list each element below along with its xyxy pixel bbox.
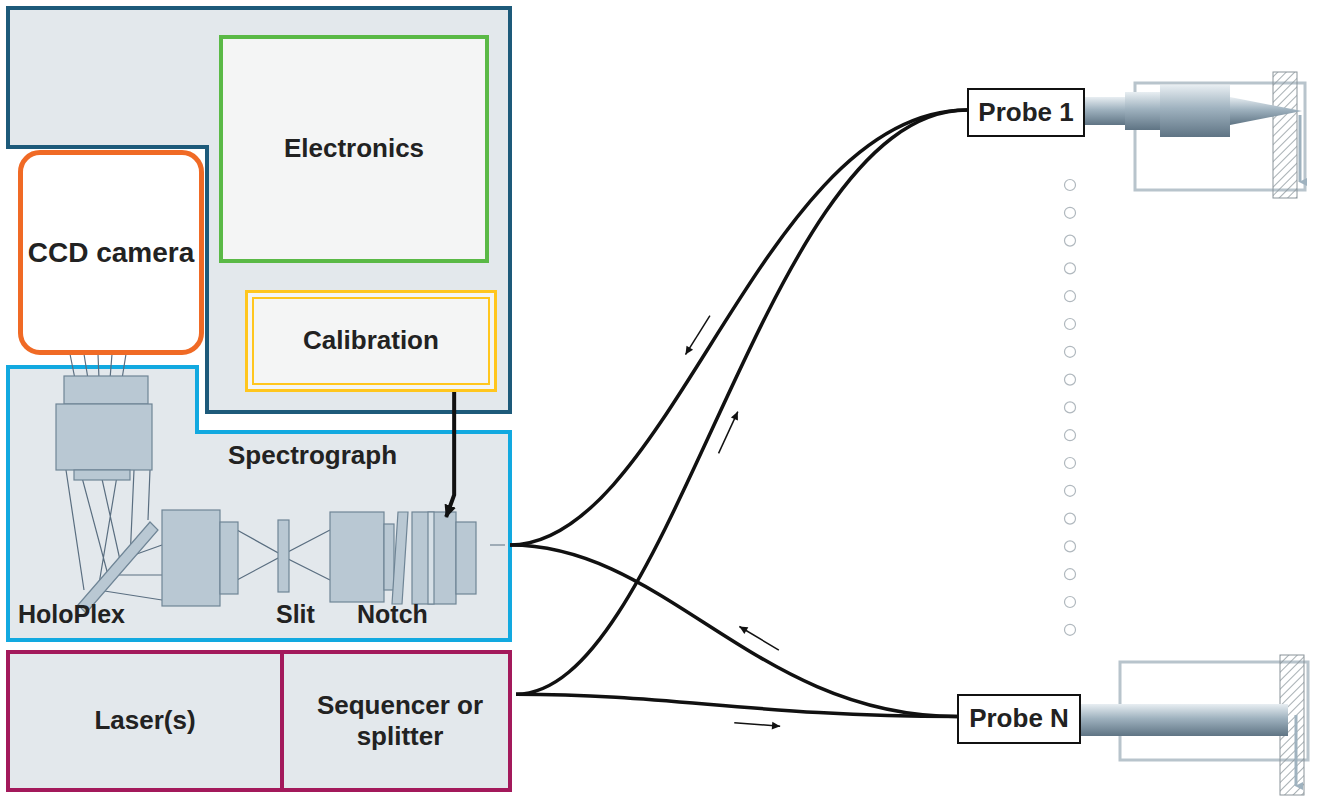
- spectrograph-optics: [56, 354, 505, 613]
- optical-fibre: [516, 694, 957, 716]
- box-label: CCD camera: [28, 236, 195, 270]
- housing-outline: [8, 8, 510, 412]
- probe-n-drawing: [1076, 655, 1308, 795]
- direction-arrow: [685, 316, 709, 355]
- probe-box: Probe N: [957, 694, 1081, 744]
- text-group: Electronics: [284, 133, 424, 164]
- text-group: Probe N: [969, 703, 1069, 734]
- box-label: Sequencer or splitter: [292, 690, 508, 752]
- connector: [510, 110, 967, 545]
- optical-fibre: [516, 110, 967, 694]
- dot: [1065, 291, 1076, 302]
- dot: [1065, 624, 1076, 635]
- box-label: Probe 1: [978, 97, 1073, 128]
- part-label: Notch: [357, 600, 428, 629]
- calibration-box: Calibration: [245, 290, 497, 392]
- box-label: Laser(s): [94, 705, 195, 736]
- dot: [1065, 180, 1076, 191]
- dot: [1065, 346, 1076, 357]
- spectrograph-outline: [8, 367, 510, 640]
- connector: [516, 694, 957, 729]
- dot: [1065, 597, 1076, 608]
- dot: [1065, 513, 1076, 524]
- probe-1-drawing: [1085, 72, 1305, 198]
- text-group: Laser(s): [94, 705, 195, 736]
- dot: [1065, 319, 1076, 330]
- optical-fibre: [510, 545, 957, 717]
- camera-box: CCD camera: [18, 150, 204, 355]
- laser-box: Laser(s): [10, 654, 280, 788]
- part-label: Slit: [276, 600, 315, 629]
- arrow-head: [772, 722, 780, 730]
- electronics-box: Electronics: [219, 35, 489, 263]
- arrow-head: [731, 412, 738, 421]
- text-group: Spectrograph: [228, 440, 397, 471]
- probe-box: Probe 1: [967, 88, 1085, 137]
- connector: [446, 392, 454, 517]
- laser-housing: [8, 652, 510, 790]
- more-probes-dots: [1065, 180, 1076, 636]
- dot: [1065, 541, 1076, 552]
- laser-divider: [280, 652, 284, 790]
- connector: [510, 545, 957, 717]
- dot: [1065, 207, 1076, 218]
- dot: [1065, 402, 1076, 413]
- dot: [1065, 235, 1076, 246]
- optical-fibre: [510, 110, 967, 545]
- text-group: Calibration: [303, 325, 439, 356]
- dot: [1065, 458, 1076, 469]
- box-label: Probe N: [969, 703, 1069, 734]
- box-label: Electronics: [284, 133, 424, 164]
- box-label: Calibration: [303, 325, 439, 356]
- direction-arrow: [739, 626, 778, 650]
- spectrograph-box: Spectrograph: [8, 367, 510, 640]
- dot: [1065, 263, 1076, 274]
- text-group: Probe 1: [978, 97, 1073, 128]
- arrow-head: [685, 346, 693, 355]
- sequencer-box: Sequencer or splitter: [284, 654, 516, 788]
- dot: [1065, 430, 1076, 441]
- connector: [516, 110, 967, 694]
- text-group: Sequencer or splitter: [292, 690, 508, 752]
- dot: [1065, 569, 1076, 580]
- part-label: HoloPlex: [18, 600, 125, 629]
- box-label: Spectrograph: [228, 440, 397, 471]
- dot: [1065, 485, 1076, 496]
- arrow-head: [739, 626, 748, 633]
- text-group: CCD camera: [28, 236, 195, 270]
- dot: [1065, 374, 1076, 385]
- direction-arrow: [719, 412, 738, 454]
